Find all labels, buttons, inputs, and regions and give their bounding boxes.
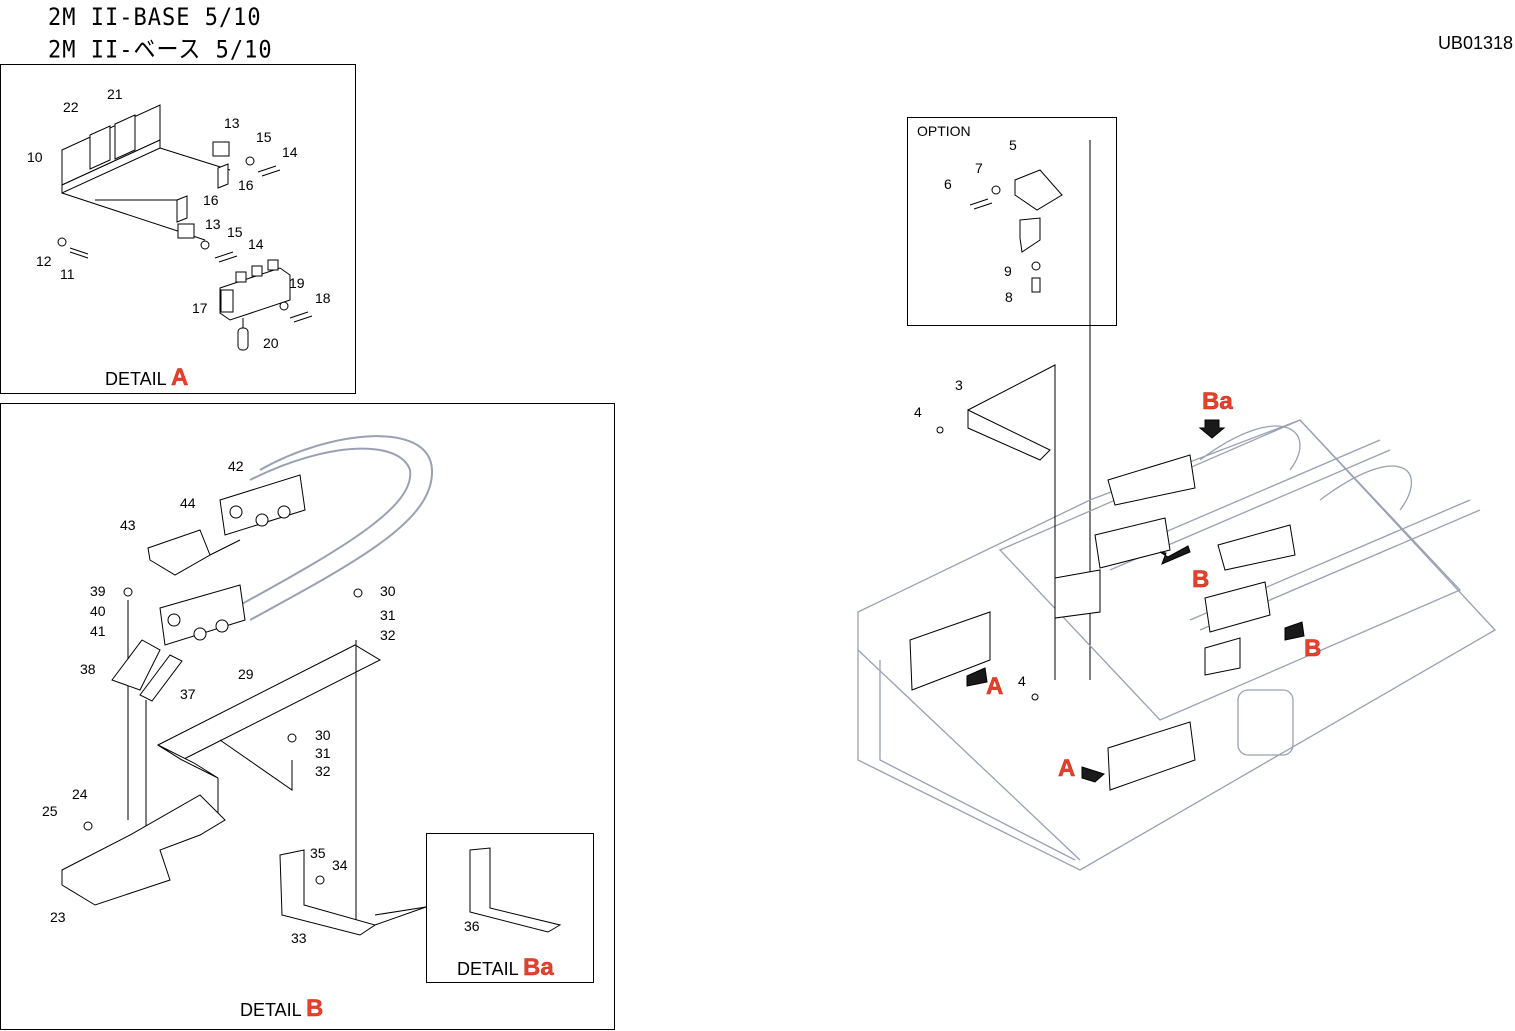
part-number-label: 5: [1009, 137, 1017, 153]
part-number-label: 29: [238, 666, 254, 682]
part-number-label: 42: [228, 458, 244, 474]
part-number-label: 31: [380, 607, 396, 623]
part-number-label: 22: [63, 99, 79, 115]
part-number-label: 18: [315, 290, 331, 306]
detail-callout-letter: B: [1304, 635, 1321, 662]
part-number-label: 32: [315, 763, 331, 779]
part-number-label: 41: [90, 623, 106, 639]
detail-callout-letter: A: [1058, 755, 1075, 782]
part-number-label: 19: [289, 275, 305, 291]
part-number-label: 13: [205, 216, 221, 232]
part-number-label: 20: [263, 335, 279, 351]
part-number-label: 23: [50, 909, 66, 925]
detail-callout-letter: A: [986, 673, 1003, 700]
detail-a-artwork: [58, 105, 312, 350]
detail-callout-letter: Ba: [1202, 388, 1233, 415]
part-number-label: 30: [380, 583, 396, 599]
part-number-label: 13: [224, 115, 240, 131]
part-number-label: 9: [1004, 263, 1012, 279]
part-number-label: 43: [120, 517, 136, 533]
part-number-label: 36: [464, 918, 480, 934]
part-number-label: 11: [60, 266, 75, 282]
part-number-label: 10: [27, 149, 43, 165]
part-number-label: 15: [256, 129, 272, 145]
part-number-label: 40: [90, 603, 106, 619]
part-number-label: 38: [80, 661, 96, 677]
part-number-label: 4: [1018, 673, 1026, 689]
part-number-label: 17: [192, 300, 208, 316]
part-number-label: 34: [332, 857, 348, 873]
part-number-label: 12: [36, 253, 52, 269]
part-number-label: 15: [227, 224, 243, 240]
part-number-label: 37: [180, 686, 196, 702]
part-number-label: 4: [914, 404, 922, 420]
part-number-label: 30: [315, 727, 331, 743]
part-number-label: 7: [975, 160, 983, 176]
part-number-label: 8: [1005, 289, 1013, 305]
part-number-label: 24: [72, 786, 88, 802]
part-number-label: 16: [238, 177, 254, 193]
part-number-label: 16: [203, 192, 219, 208]
part-number-label: 6: [944, 176, 952, 192]
part-number-label: 31: [315, 745, 331, 761]
part-number-label: 39: [90, 583, 106, 599]
part-number-label: 25: [42, 803, 58, 819]
part-number-label: 21: [107, 86, 123, 102]
part-number-label: 3: [955, 377, 963, 393]
part-number-label: 35: [310, 845, 326, 861]
part-number-label: 14: [282, 144, 298, 160]
part-number-label: 14: [248, 236, 264, 252]
detail-callout-letter: B: [1192, 566, 1209, 593]
main-view-parts: [910, 365, 1295, 790]
part-number-label: 33: [291, 930, 307, 946]
part-number-label: 32: [380, 627, 396, 643]
part-number-label: 44: [180, 495, 196, 511]
